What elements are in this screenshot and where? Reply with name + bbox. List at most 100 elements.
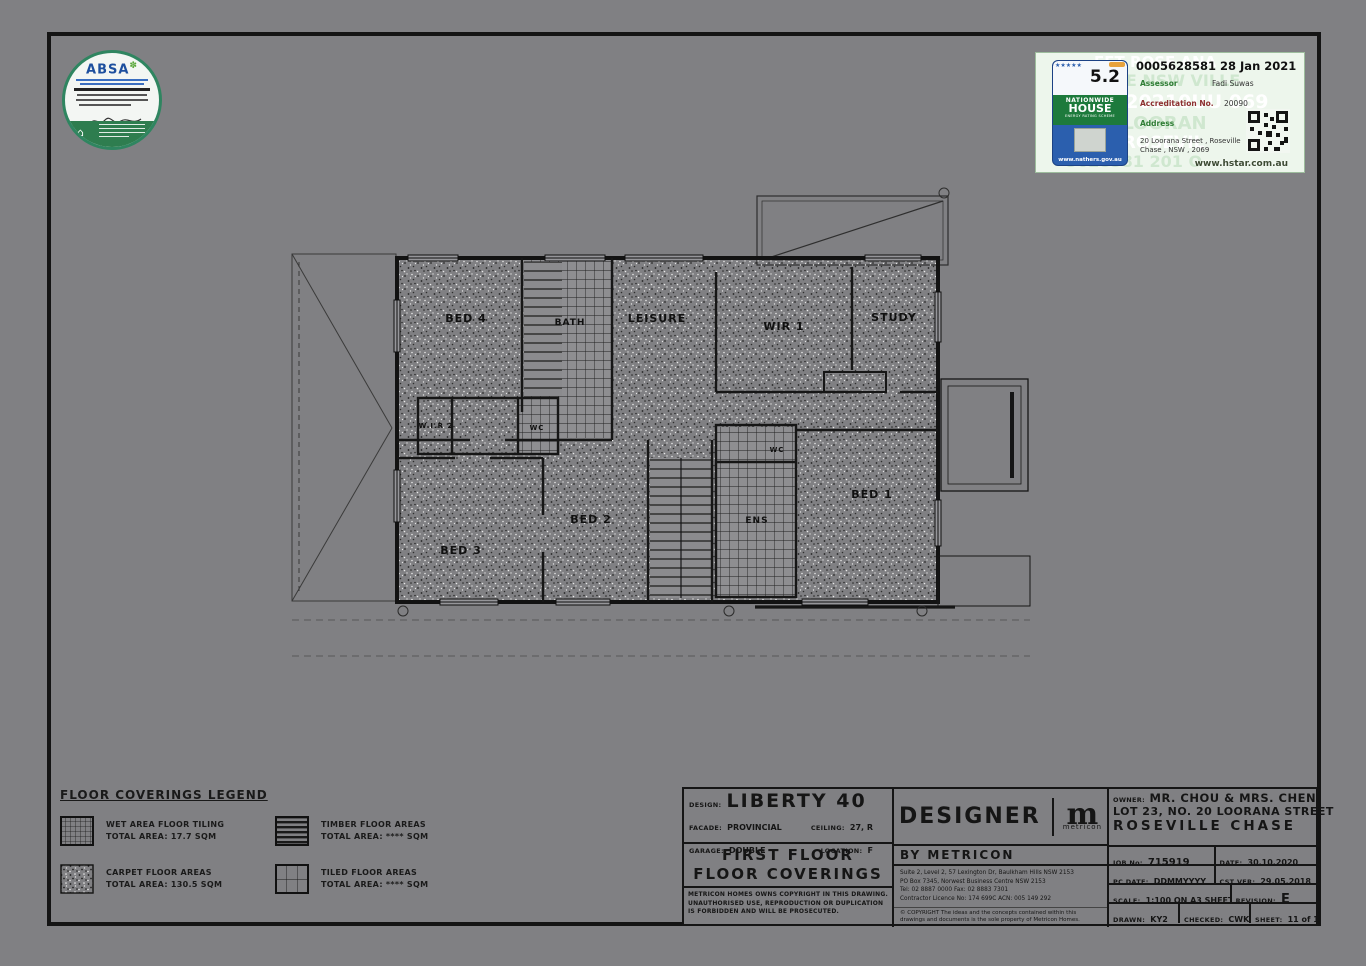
checked-label: CHECKED: xyxy=(1184,916,1224,923)
tiled-swatch xyxy=(275,864,309,894)
internal-walls xyxy=(397,258,938,602)
title-block: DESIGN: LIBERTY 40 FACADE: PROVINCIAL CE… xyxy=(682,787,1333,928)
wet-tiling-swatch xyxy=(60,816,94,846)
facade-label: FACADE: xyxy=(689,824,723,832)
legend-item-wet-tiling: WET AREA FLOOR TILING TOTAL AREA: 17.7 S… xyxy=(60,816,275,846)
pcdate-cst-row: PC DATE: DDMMYYYY CST VER: 29.05.2018 xyxy=(1109,866,1320,885)
stamp-text-line xyxy=(79,104,131,107)
scheme-line2: HOUSE xyxy=(1068,102,1112,115)
qr-code-small xyxy=(1074,128,1106,152)
absa-assessor-stamp: ABSA✽ ⌂ xyxy=(62,50,162,150)
garage-value: DOUBLE xyxy=(728,846,766,855)
pc-date-label: PC DATE: xyxy=(1113,878,1149,883)
ceiling-value: 27, R xyxy=(849,823,873,832)
location-label: LOCATION: xyxy=(820,847,863,855)
drawing-title: FIRST FLOOR FLOOR COVERINGS xyxy=(684,844,892,888)
room-label: BED 3 xyxy=(440,544,482,557)
location-value: F xyxy=(867,846,873,855)
scale-label: SCALE: xyxy=(1113,897,1141,902)
assessor-field: Assessor xyxy=(1140,79,1178,88)
room-label: BED 4 xyxy=(445,312,487,325)
stamp-text-line xyxy=(99,135,129,137)
stamp-text-line xyxy=(99,123,145,125)
legend-item-tiled: TILED FLOOR AREAS TOTAL AREA: **** SQM xyxy=(275,864,490,894)
room-label: STUDY xyxy=(871,311,917,324)
drawn-checked-sheet-row: DRAWN: KY2 CHECKED: CWK SHEET: 11 of 11 xyxy=(1109,904,1320,923)
watermark-text: L ROSEVIL xyxy=(1106,133,1205,153)
legend-area: TOTAL AREA: 17.7 SQM xyxy=(106,832,217,841)
address-line: Tel: 02 8887 0000 Fax: 02 8883 7301 xyxy=(900,887,1009,894)
metricon-logo: m metricon xyxy=(1063,796,1102,832)
rating-value: 5.2 xyxy=(1089,67,1120,87)
legend-area: TOTAL AREA: **** SQM xyxy=(321,880,429,889)
stair-upper xyxy=(524,262,562,396)
assessed-ribbon xyxy=(1109,62,1125,67)
stamp-text-line xyxy=(76,99,148,102)
address-line: PO Box 7345, Norwest Business Centre NSW… xyxy=(900,878,1046,885)
legend-area: TOTAL AREA: 130.5 SQM xyxy=(106,880,223,889)
drawing-title-line2: FLOOR COVERINGS xyxy=(693,864,883,883)
house-icon: ⌂ xyxy=(77,126,84,139)
scale-value: 1:100 ON A3 SHEET xyxy=(1145,896,1230,902)
floor-coverings-legend: FLOOR COVERINGS LEGEND WET AREA FLOOR TI… xyxy=(60,788,620,894)
job-label: JOB No: xyxy=(1113,859,1143,864)
date-label: DATE: xyxy=(1219,859,1243,864)
ceiling-label: CEILING: xyxy=(810,824,845,832)
scheme-name: NATIONWIDE HOUSE ENERGY RATING SCHEME xyxy=(1053,95,1127,125)
checked-value: CWK xyxy=(1228,915,1249,923)
titleblock-left: DESIGN: LIBERTY 40 FACADE: PROVINCIAL CE… xyxy=(684,789,892,927)
designer-wordmark: DESIGNER xyxy=(898,804,1041,829)
absa-logo: ABSA✽ xyxy=(86,61,138,78)
accreditation-value: 20090 xyxy=(1224,99,1248,108)
legend-item-timber: TIMBER FLOOR AREAS TOTAL AREA: **** SQM xyxy=(275,816,490,846)
legend-label: TIMBER FLOOR AREAS xyxy=(321,820,426,829)
metricon-m-icon: m xyxy=(1066,796,1099,832)
star-rating: ★★★★★ 5.2 xyxy=(1053,61,1127,95)
leaf-icon: ✽ xyxy=(129,61,138,71)
qr-code xyxy=(1246,109,1290,153)
company-address: Suite 2, Level 2, 57 Lexington Dr, Baulk… xyxy=(894,866,1107,908)
titleblock-middle: DESIGNER m metricon BY METRICON Suite 2,… xyxy=(892,789,1107,928)
nathers-url: www.nathers.gov.au xyxy=(1058,157,1122,163)
legend-area: TOTAL AREA: **** SQM xyxy=(321,832,429,841)
scheme-line3: ENERGY RATING SCHEME xyxy=(1064,113,1116,118)
carpet-swatch xyxy=(60,864,94,894)
address-line: Suite 2, Level 2, 57 Lexington Dr, Baulk… xyxy=(900,870,1074,876)
certificate-number: 0005628581 28 Jan 2021 xyxy=(1136,59,1297,73)
stamp-text-line xyxy=(77,94,147,97)
drawn-value: KY2 xyxy=(1150,915,1168,923)
owner-suburb: ROSEVILLE CHASE xyxy=(1113,818,1297,834)
drawn-label: DRAWN: xyxy=(1113,916,1146,923)
stamp-text-line xyxy=(99,131,145,133)
bay-window xyxy=(940,378,1029,492)
copyright-fine-print: © COPYRIGHT The ideas and the concepts c… xyxy=(900,909,1080,924)
room-label: ENS xyxy=(745,516,768,526)
watermark-text: AN 20210UU 069 xyxy=(1088,91,1269,113)
copyright-warning: METRICON HOMES OWNS COPYRIGHT IN THIS DR… xyxy=(688,891,888,916)
job-date-row: JOB No: 715919 DATE: 30.10.2020 xyxy=(1109,847,1320,866)
drawing-title-line1: FIRST FLOOR xyxy=(722,846,854,864)
legend-label: CARPET FLOOR AREAS xyxy=(106,868,212,877)
legend-title: FLOOR COVERINGS LEGEND xyxy=(60,788,268,802)
sheet-value: 11 of 11 xyxy=(1287,915,1320,923)
watermark-text: ASE NSW VILLE xyxy=(1102,71,1241,90)
address-field: Address xyxy=(1140,119,1174,128)
stamp-green-band: ⌂ xyxy=(65,121,159,147)
setout-lines xyxy=(292,619,1030,657)
stars-icon: ★★★★★ xyxy=(1055,62,1082,69)
room-label: WC xyxy=(530,424,545,432)
cst-ver-value: 29.05.2018 xyxy=(1260,877,1311,883)
address-line: Contractor Licence No: 174 699C ACN: 005… xyxy=(900,896,1052,903)
nathers-badge: ★★★★★ 5.2 NATIONWIDE HOUSE ENERGY RATING… xyxy=(1052,60,1128,166)
hstar-url: www.hstar.com.au xyxy=(1194,159,1288,169)
titleblock-right: OWNER: MR. CHOU & MRS. CHEN LOT 23, NO. … xyxy=(1107,789,1333,928)
address-value: 20 Loorana Street , Roseville Chase , NS… xyxy=(1140,137,1241,155)
legend-label: TILED FLOOR AREAS xyxy=(321,868,418,877)
roof-outline-left xyxy=(291,253,397,602)
garage-label: GARAGE: xyxy=(689,847,724,855)
ensuite-tiled-area xyxy=(716,427,796,597)
room-labels: BED 4 BATH LEISURE WIR 1 STUDY BED 1 W.I… xyxy=(419,311,917,557)
room-label: BED 2 xyxy=(570,513,612,526)
accreditation-field: Accreditation No. xyxy=(1140,99,1214,108)
room-label: W.I.R 2 xyxy=(419,422,454,430)
